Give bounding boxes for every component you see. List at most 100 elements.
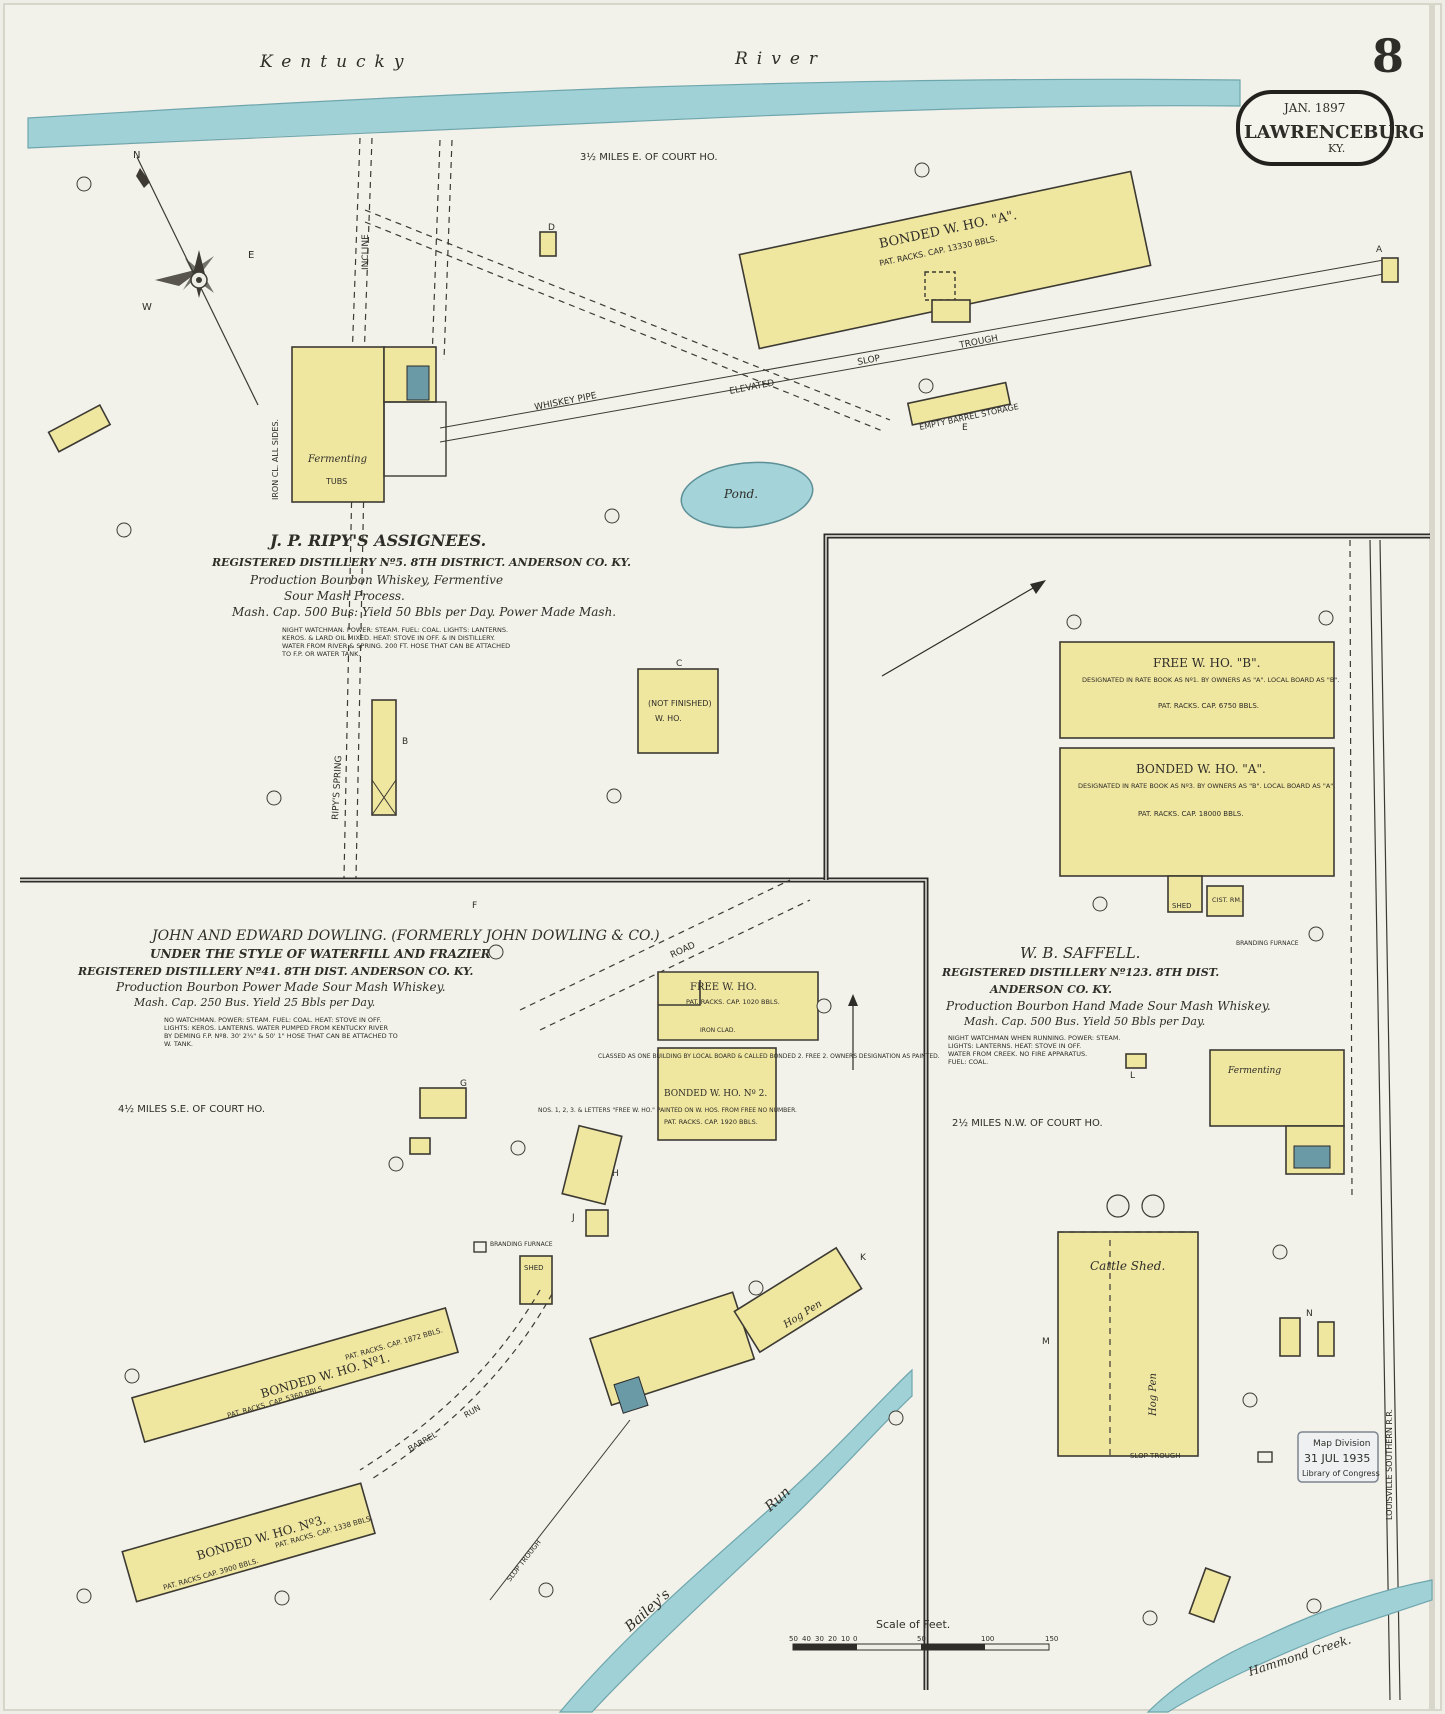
elevation-marker [538,1582,554,1598]
saffell-line4: Mash. Cap. 500 Bus. Yield 50 Bbls per Da… [963,1015,1205,1028]
dowling-free-wh-label: FREE W. HO. [690,982,757,993]
saffell-free-b-label: FREE W. HO. "B". [1153,656,1260,670]
saffell-slop-trough: SLOP TROUGH [1130,1452,1181,1460]
ripy-distance: 3½ MILES E. OF COURT HO. [580,151,718,163]
dowling-bonded-wh-3 [121,1482,376,1603]
sheet-date: JAN. 1897 [1282,101,1345,115]
scale-tick-label: 100 [981,1635,994,1643]
saffell-tank-a [1106,1194,1130,1218]
saffell-line1: REGISTERED DISTILLERY Nº123. 8TH DIST. [941,966,1219,979]
pond [680,461,814,529]
elevation-marker [116,522,132,538]
ripy-line2: Production Bourbon Whiskey, Fermentive [249,573,503,587]
dowling-line3: Production Bourbon Power Made Sour Mash … [115,980,446,994]
ripy-shed [931,299,971,323]
saffell-slop-house [1257,1451,1273,1463]
saffell-bonded-a-label: BONDED W. HO. "A". [1136,762,1266,776]
dowling-note1: NO WATCHMAN. POWER: STEAM. FUEL: COAL. H… [164,1016,382,1024]
elevation-marker [1308,926,1324,942]
ripy-note1: NIGHT WATCHMAN. POWER: STEAM. FUEL: COAL… [282,626,508,634]
empty-barrel-storage [906,381,1012,426]
block-letter: C [676,659,682,669]
ripy-line3: Sour Mash Process. [284,589,405,603]
elevation-marker [1142,1610,1158,1626]
elevation-marker [748,1280,764,1296]
block-letter: B [402,737,408,747]
barrel-run [359,1289,541,1471]
ripy-wh-not-finished [637,668,719,754]
elevation-marker [604,508,620,524]
dowling-free-wh [657,971,819,1041]
compass-rose: N E W [133,150,259,406]
saffell-bonded-a-racks: PAT. RACKS. CAP. 18000 BBLS. [1138,810,1243,818]
dowling-bonded-wh-2 [657,1047,777,1141]
saffell-note4: FUEL: COAL. [948,1058,988,1066]
stamp-line1: Map Division [1313,1439,1371,1449]
elevation-marker [76,176,92,192]
dowling-nos-note: NOS. 1, 2, 3. & LETTERS "FREE W. HO." PA… [538,1107,797,1114]
title-cartouche [1236,90,1394,166]
block-letter: F [472,901,477,911]
dowling-branding [473,1241,487,1253]
saffell-distance: 2½ MILES N.W. OF COURT HO. [952,1117,1103,1129]
saffell-note2: LIGHTS: LANTERNS. HEAT: STOVE IN OFF. [948,1042,1081,1050]
block-letter: G [460,1079,467,1089]
dowling-bldg-g2 [409,1137,431,1155]
ripy-boilers [406,365,430,401]
whiskey-pipe-line [439,271,1396,443]
saffell-cistern [1206,885,1244,917]
ripy-fermenting-house [291,346,385,503]
elevation-marker [124,1368,140,1384]
elevation-marker [1092,896,1108,912]
elevation-marker [606,788,622,804]
block-letter: K [860,1253,867,1263]
ripy-bldg-left [47,404,112,453]
elevation-marker [1242,1392,1258,1408]
scale-tick-label: 0 [853,1635,857,1643]
ripy-note2: KEROS. & LARD OIL MIXED. HEAT: STOVE IN … [282,634,495,642]
stamp-line2: 31 JUL 1935 [1304,1452,1370,1465]
dowling-bonded-wh-1 [130,1306,460,1444]
saffell-note3: WATER FROM CREEK. NO FIRE APPARATUS. [948,1050,1087,1058]
library-stamp: Map Division 31 JUL 1935 Library of Cong… [1297,1431,1380,1483]
ripy-title: J. P. RIPY'S ASSIGNEES. [267,531,486,550]
ripy-distillery: Fermenting TUBS [291,346,447,503]
elevation-marker [76,1588,92,1604]
elevation-marker [888,1410,904,1426]
dowling-bonded-2-label: BONDED W. HO. Nº 2. [664,1089,767,1099]
spring-line-a [343,479,353,879]
block-letter: H [612,1169,619,1179]
saffell-hog-pen: Hog Pen [1148,1373,1159,1417]
saffell-bldg-sw [1188,1567,1232,1624]
dowling-shed-label: SHED [524,1264,544,1272]
slop-trough-line [439,257,1396,429]
saffell-free-b-note: DESIGNATED IN RATE BOOK AS Nº1. BY OWNER… [1082,676,1339,684]
saffell-shed-label: SHED [1172,902,1192,910]
ripy-bldg-d [539,231,557,257]
spring-line-b [355,479,365,879]
saffell-free-wh-b [1059,641,1335,739]
saffell-cist-label: CIST. RM. [1212,896,1242,904]
ripy-iron-clad: IRON CL. ALL SIDES. [271,419,280,500]
river-label-left: Kentucky [259,52,412,72]
saffell-north-arrowhead [1030,580,1046,594]
stamp-line3: Library of Congress [1302,1469,1380,1478]
dowling-shed [519,1255,553,1305]
dowling-iron-clad: IRON CLAD. [700,1027,735,1034]
ripy-tobacco-barn [371,699,397,816]
dowling-bldg-g [419,1087,467,1119]
ripy-line4: Mash. Cap. 500 Bus: Yield 50 Bbls per Da… [231,605,616,619]
saffell-bldg-n2 [1317,1321,1335,1357]
saffell-bonded-a-note: DESIGNATED IN RATE BOOK AS Nº3. BY OWNER… [1078,782,1335,790]
ripy-barn-x-b [371,779,397,816]
saffell-tank-b [1141,1194,1165,1218]
ripy-note3: WATER FROM RIVER & SPRING. 200 FT. HOSE … [282,642,510,650]
block-letter: J [571,1213,575,1223]
compass-w: W [142,302,152,313]
elevation-marker [488,944,504,960]
block-letter: M [1042,1337,1050,1347]
saffell-bldg-n [1279,1317,1301,1357]
dowling-classed-note: CLASSED AS ONE BUILDING BY LOCAL BOARD &… [598,1053,940,1060]
saffell-boilers [1293,1145,1331,1169]
elevation-marker [816,998,832,1014]
